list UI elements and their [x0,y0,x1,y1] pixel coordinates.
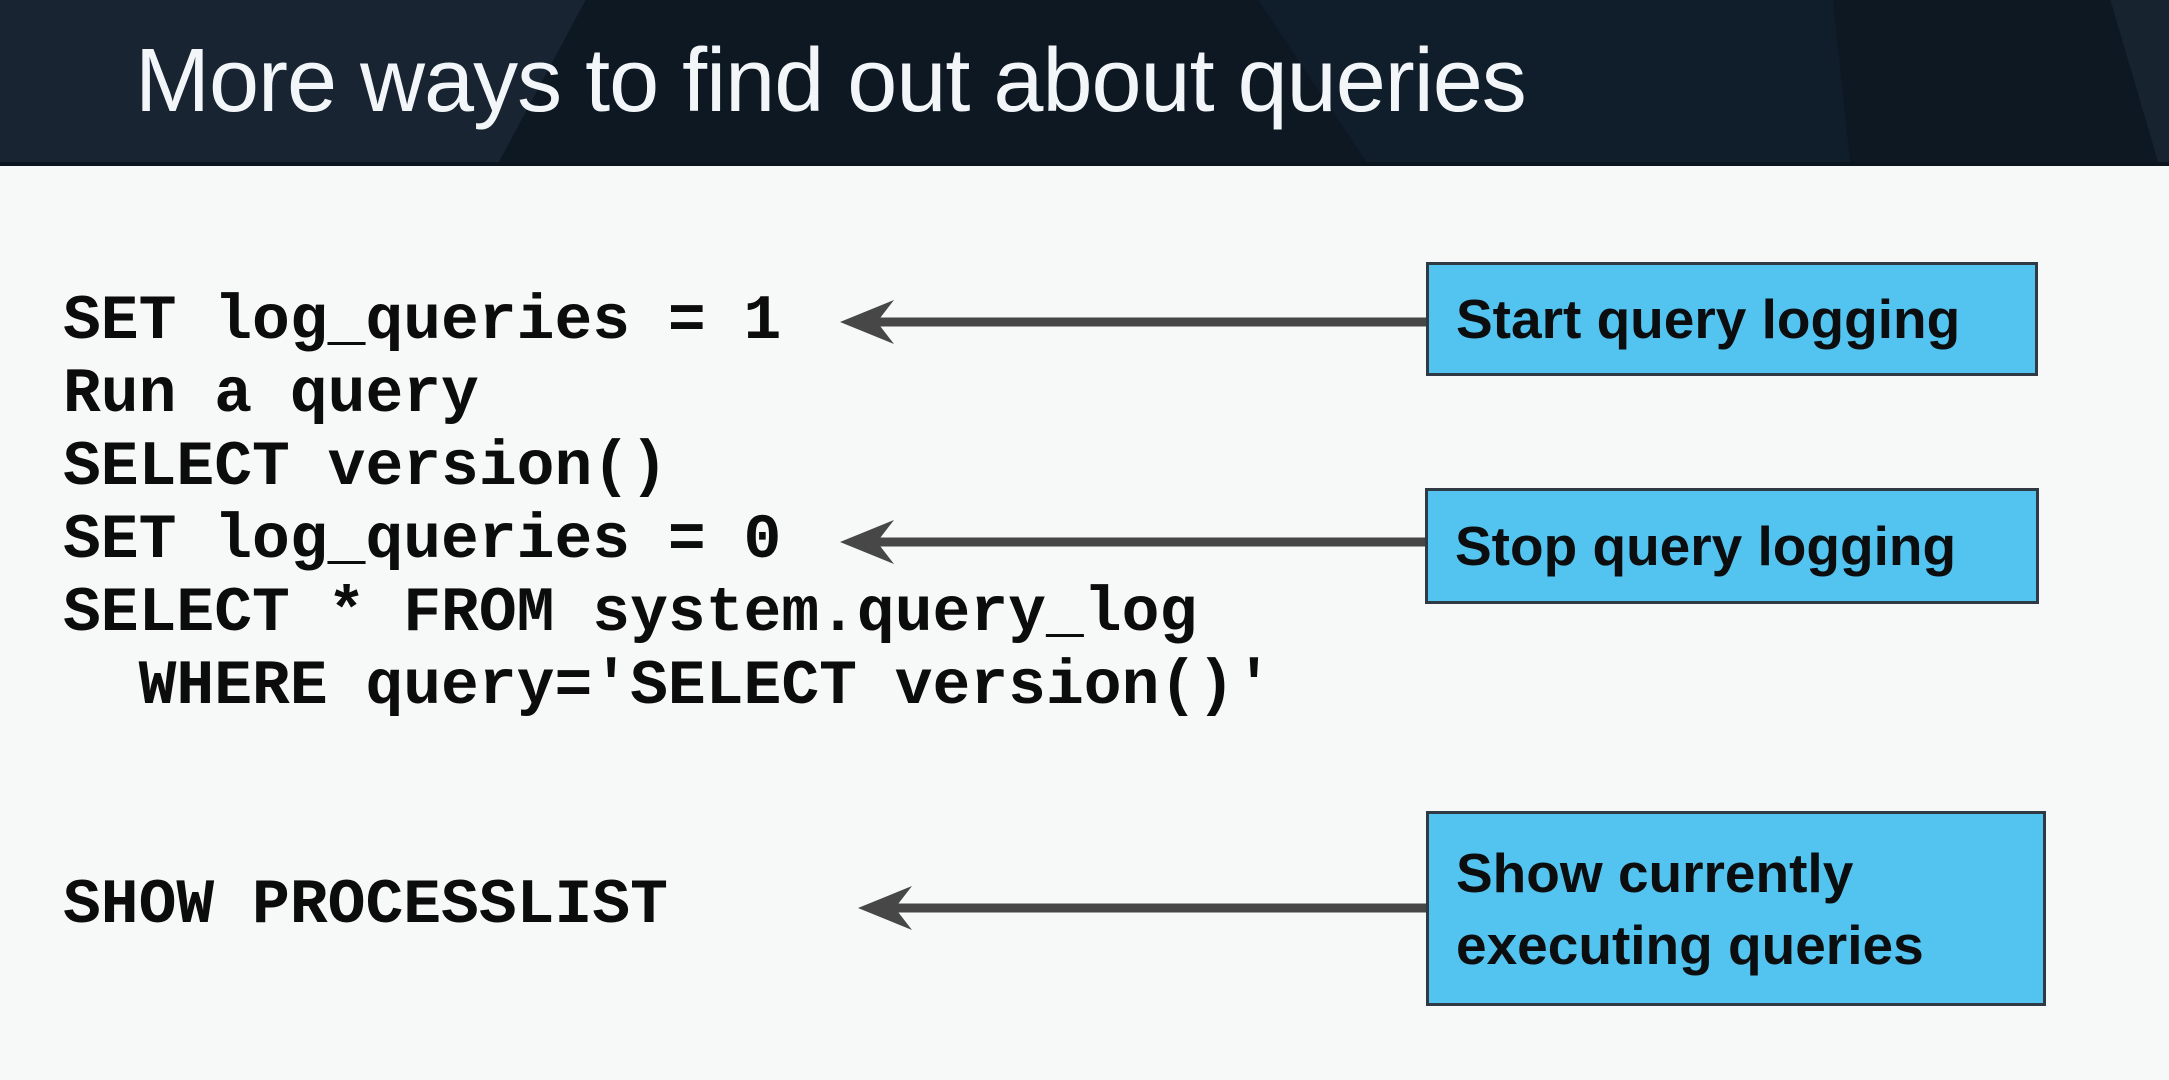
callout-stop-query-logging: Stop query logging [1425,488,2039,604]
header-facet [498,0,1367,162]
left-arrow-icon [858,886,1428,930]
header-facet [1832,0,2159,162]
left-arrow-icon [840,520,1427,564]
arrow-start-logging [838,296,1428,348]
callout-label: Show currently executing queries [1456,841,1924,976]
callout-start-query-logging: Start query logging [1426,262,2038,376]
callout-label: Stop query logging [1455,515,1957,577]
callout-label: Start query logging [1456,288,1961,350]
callout-show-processlist: Show currently executing queries [1426,811,2046,1006]
left-arrow-icon [840,300,1428,344]
slide-title: More ways to find out about queries [135,30,1527,131]
code-block: SET log_queries = 1 Run a query SELECT v… [63,286,1273,941]
arrow-stop-logging [838,516,1427,568]
arrow-processlist [856,882,1428,934]
slide-header: More ways to find out about queries [0,0,2169,166]
